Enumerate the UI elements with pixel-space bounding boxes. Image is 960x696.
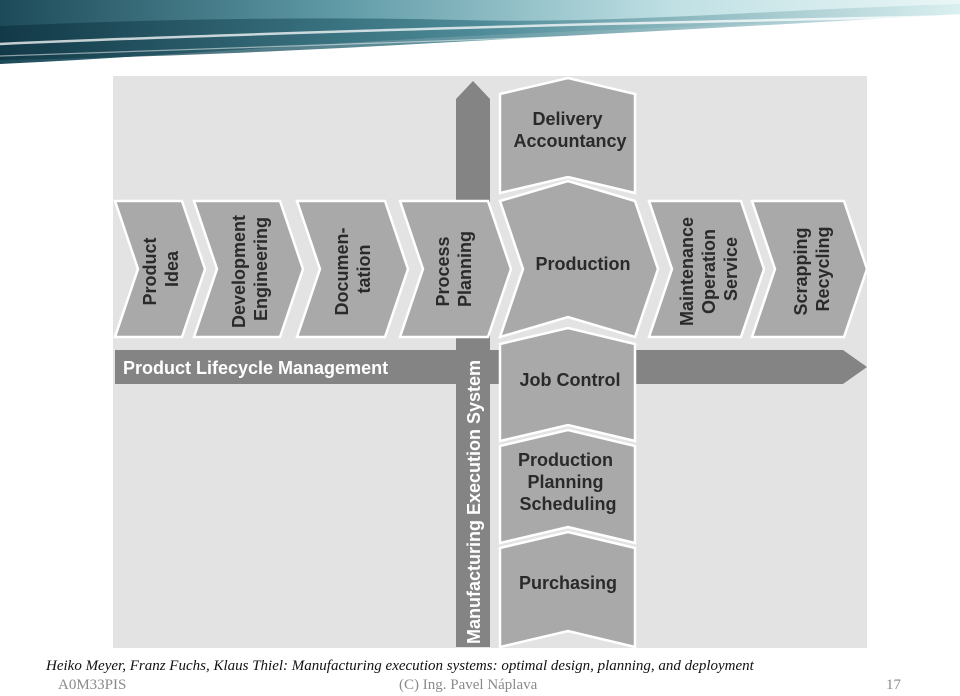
mes-label: Manufacturing Execution System [464,360,484,644]
stage-process-planning [398,199,513,339]
label-engineering: Engineering [251,217,271,321]
svg-text:Development Engineering: Development Engineering [229,210,271,328]
stage-documentation [295,199,410,339]
plm-label: Product Lifecycle Management [123,358,388,378]
stage-maintenance [647,199,766,339]
header-banner [0,0,960,70]
purchasing-box [498,530,637,648]
label-recycling: Recycling [813,226,833,311]
svg-text:Process Planning: Process Planning [433,231,475,307]
svg-text:Production Planning Sc: Production Planning Scheduling [518,450,618,514]
svg-text:Documen- tation: Documen- tation [332,222,374,315]
stage-scrapping [750,199,867,339]
label-scrapping: Scrapping [791,228,811,316]
footer-course: A0M33PIS [58,677,127,693]
label-delivery: Delivery [532,109,602,129]
svg-text:Scrapping Recycling: Scrapping Recycling [791,222,833,315]
citation: Heiko Meyer, Franz Fuchs, Klaus Thiel: M… [46,658,754,674]
label-documen: Documen- [332,228,352,316]
label-pps-planning: Planning [527,472,603,492]
job-control-box [498,326,637,443]
label-pps-production: Production [518,450,613,470]
label-operation: Operation [699,229,719,314]
plm-arrow [115,350,867,384]
label-pps-scheduling: Scheduling [519,494,616,514]
pps-box [498,428,637,545]
footer-page-number: 17 [886,677,901,693]
footer-author: (C) Ing. Pavel Náplava [399,677,538,693]
label-product: Product [140,238,160,306]
svg-text:Product Idea: Product Idea [140,232,182,305]
label-job-control: Job Control [520,370,621,390]
label-development: Development [229,215,249,328]
label-production: Production [536,254,631,274]
stage-production [498,179,660,339]
label-service: Service [721,237,741,301]
label-purchasing: Purchasing [519,573,617,593]
label-maintenance: Maintenance [677,217,697,326]
label-tation: tation [354,245,374,294]
stage-product-idea [113,199,207,339]
label-idea: Idea [162,250,182,287]
label-planning: Planning [455,231,475,307]
svg-text:Delivery Accountancy: Delivery Accountancy [513,109,626,151]
svg-text:Maintenance Operation: Maintenance Operation Service [677,212,741,326]
stage-development [192,199,305,339]
mes-plm-diagram: Product Idea Development Engineering Doc… [113,76,867,648]
delivery-box [498,76,637,195]
label-process: Process [433,236,453,306]
label-accountancy: Accountancy [513,131,626,151]
